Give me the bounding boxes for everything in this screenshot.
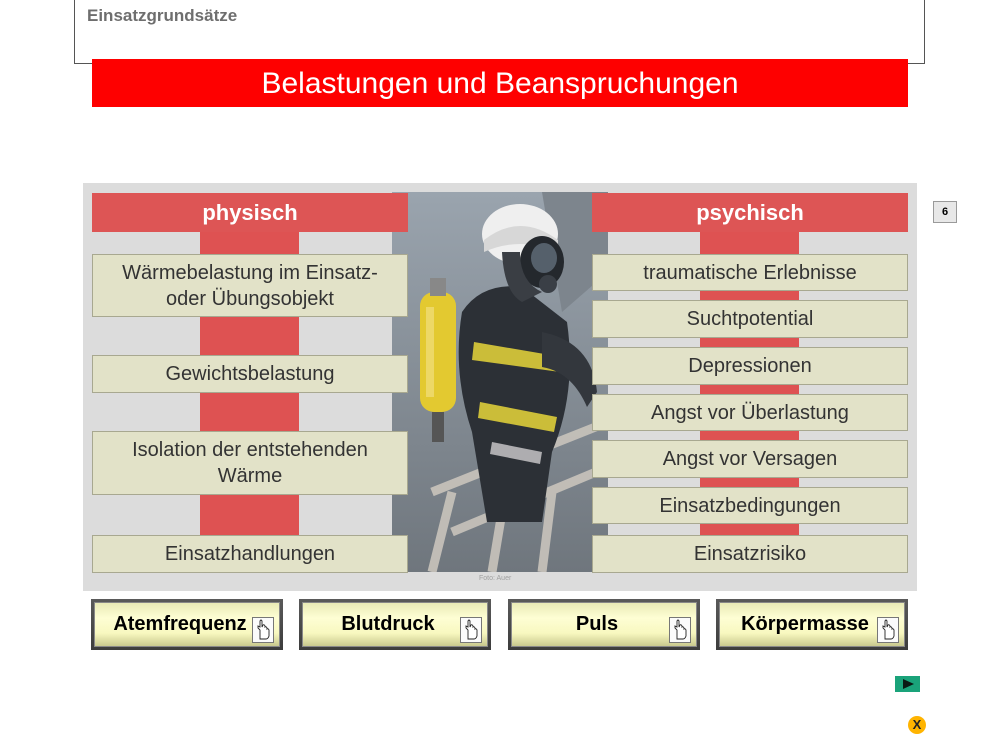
- left-connector: [200, 232, 299, 254]
- pointing-hand-icon: [877, 617, 899, 643]
- left-connector: [200, 393, 299, 431]
- physisch-item-line: Gewichtsbelastung: [165, 363, 335, 385]
- page-title: Belastungen und Beanspruchungen: [92, 59, 908, 107]
- page-number: 6: [933, 201, 957, 223]
- button-label: Atemfrequenz: [113, 613, 247, 635]
- right-connector: [700, 524, 799, 535]
- physisch-item-line: Wärmebelastung im Einsatz-: [122, 261, 378, 284]
- pointing-hand-icon: [252, 617, 274, 643]
- blutdruck-button[interactable]: Blutdruck: [299, 599, 491, 650]
- right-connector: [700, 291, 799, 300]
- right-connector: [700, 478, 799, 487]
- button-label: Puls: [575, 613, 619, 635]
- content-panel: Foto: Auer physisch psychisch Wärmebelas…: [83, 183, 917, 591]
- physisch-item-line: Isolation der entstehenden: [132, 439, 368, 461]
- psychisch-item: Suchtpotential: [592, 300, 908, 338]
- firefighter-photo: [392, 192, 608, 572]
- play-icon: [903, 679, 914, 689]
- koerpermasse-button[interactable]: Körpermasse: [716, 599, 908, 650]
- psychisch-item: Einsatzbedingungen: [592, 487, 908, 524]
- next-button[interactable]: [895, 676, 920, 692]
- button-face[interactable]: Blutdruck: [302, 602, 488, 647]
- right-connector: [700, 338, 799, 347]
- atemfrequenz-button[interactable]: Atemfrequenz: [91, 599, 283, 650]
- psychisch-item: Einsatzrisiko: [592, 535, 908, 573]
- right-connector: [700, 431, 799, 440]
- physisch-item-line: oder Übungsobjekt: [166, 287, 334, 310]
- button-label: Blutdruck: [341, 613, 435, 635]
- physisch-heading: physisch: [92, 193, 408, 232]
- photo-credit: Foto: Auer: [479, 575, 512, 582]
- close-button[interactable]: X: [908, 716, 926, 734]
- button-face[interactable]: Atemfrequenz: [94, 602, 280, 647]
- psychisch-heading: psychisch: [592, 193, 908, 232]
- header-box: Einsatzgrundsätze: [74, 0, 925, 64]
- pointing-hand-icon: [669, 617, 691, 643]
- section-title: Einsatzgrundsätze: [87, 6, 238, 25]
- button-face[interactable]: Körpermasse: [719, 602, 905, 647]
- button-label: Körpermasse: [741, 613, 869, 635]
- firefighter-illustration: [392, 192, 608, 572]
- psychisch-item: Angst vor Überlastung: [592, 394, 908, 431]
- physisch-item-line: Einsatzhandlungen: [164, 543, 336, 565]
- physisch-item: Einsatzhandlungen: [92, 535, 408, 573]
- puls-button[interactable]: Puls: [508, 599, 700, 650]
- psychisch-item: Angst vor Versagen: [592, 440, 908, 478]
- left-connector: [200, 317, 299, 355]
- physisch-item: Gewichtsbelastung: [92, 355, 408, 393]
- psychisch-item: traumatische Erlebnisse: [592, 254, 908, 291]
- physisch-item: Wärmebelastung im Einsatz- oder Übungsob…: [92, 254, 408, 317]
- psychisch-item: Depressionen: [592, 347, 908, 385]
- pointing-hand-icon: [460, 617, 482, 643]
- physisch-item-line: Wärme: [217, 465, 283, 487]
- right-connector: [700, 232, 799, 254]
- button-face[interactable]: Puls: [511, 602, 697, 647]
- right-connector: [700, 385, 799, 394]
- physisch-item: Isolation der entstehenden Wärme: [92, 431, 408, 495]
- left-connector: [200, 495, 299, 535]
